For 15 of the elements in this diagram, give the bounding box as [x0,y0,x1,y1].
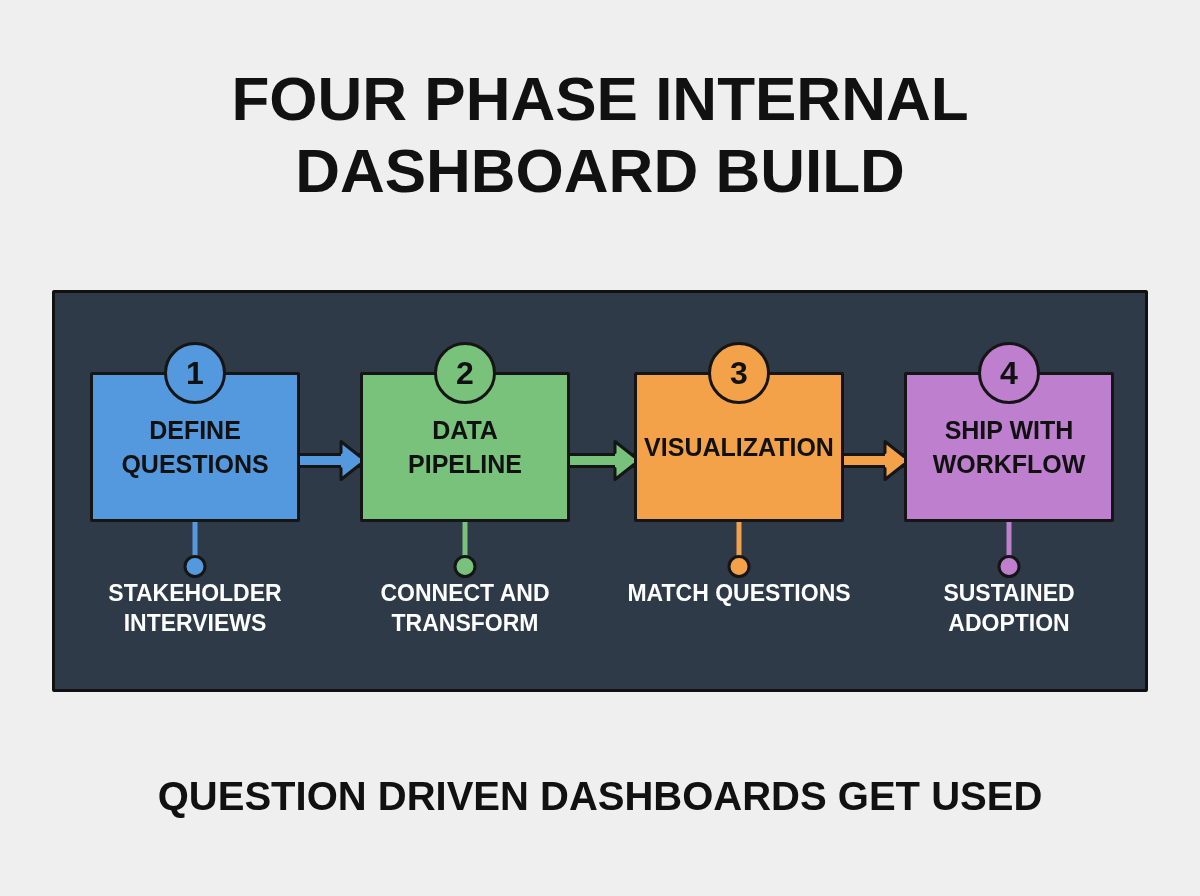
phase-outcome: CONNECT AND TRANSFORM [350,578,580,638]
step-number: 2 [456,355,474,391]
phase-outcome: STAKEHOLDER INTERVIEWS [80,578,310,638]
step-number: 1 [186,355,204,391]
phase-title: SHIP WITH WORKFLOW [931,415,1087,480]
phase-title: DEFINE QUESTIONS [120,415,270,480]
phase-outcome: MATCH QUESTIONS [624,578,854,608]
diagram-panel [52,290,1148,692]
title: FOUR PHASE INTERNAL DASHBOARD BUILD [230,63,970,207]
phase-title: VISUALIZATION [644,432,834,463]
step-number: 3 [730,355,748,391]
caption: QUESTION DRIVEN DASHBOARDS GET USED [156,773,1044,820]
phase-title: DATA PIPELINE [407,415,523,480]
phase-outcome: SUSTAINED ADOPTION [894,578,1124,638]
step-number: 4 [1000,355,1018,391]
